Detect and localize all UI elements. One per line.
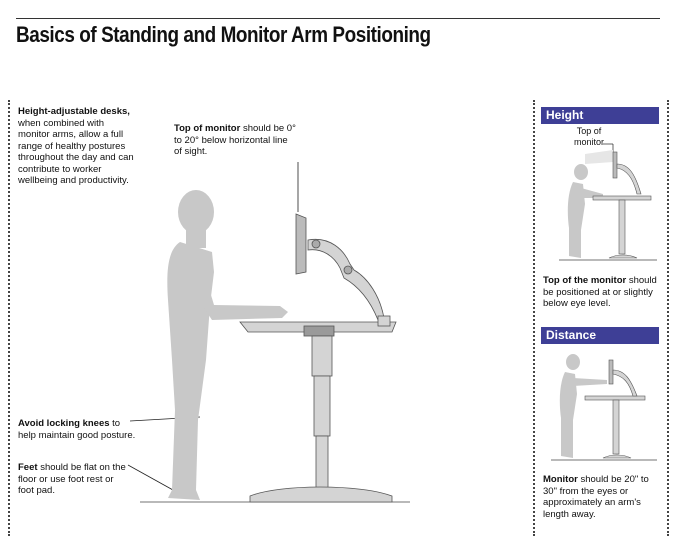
top-of-monitor-label: Top of monitor xyxy=(574,126,604,148)
desks-note-text: when combined with monitor arms, allow a… xyxy=(18,117,134,187)
top-of-monitor-label-line1: Top of xyxy=(576,126,602,136)
knees-note-text: to help maintain good posture. xyxy=(18,418,136,441)
height-person xyxy=(567,164,603,258)
monitor-note-bold: Top of monitor xyxy=(174,123,241,134)
monitor-note-text: should be 0° to 20° below horizontal lin… xyxy=(174,123,296,157)
monitor-arm xyxy=(295,213,391,327)
distance-caption: Monitor should be 20" to 30" from the ey… xyxy=(543,474,661,520)
feet-note-text: should be flat on the floor or use foot … xyxy=(18,462,126,496)
page-title: Basics of Standing and Monitor Arm Posit… xyxy=(16,22,431,47)
left-dotted-border xyxy=(8,100,10,536)
standing-desk xyxy=(239,321,397,503)
height-caption: Top of the monitor should be positioned … xyxy=(543,275,661,310)
distance-caption-text: should be 20" to 30" from the eyes or ap… xyxy=(543,474,649,520)
desks-note: Height-adjustable desks, when combined w… xyxy=(18,106,136,187)
height-caption-bold: Top of the monitor xyxy=(543,275,627,286)
distance-desk xyxy=(584,359,646,459)
eye-level-band xyxy=(585,150,613,164)
feet-note: Feet should be flat on the floor or use … xyxy=(18,462,130,497)
height-illustration xyxy=(559,143,657,261)
title-rule xyxy=(16,18,660,19)
height-panel-header: Height xyxy=(541,107,659,124)
knees-note: Avoid locking knees to help maintain goo… xyxy=(18,418,138,441)
distance-person xyxy=(559,354,607,458)
distance-caption-bold: Monitor xyxy=(543,474,578,485)
feet-note-bold: Feet xyxy=(18,462,38,473)
height-caption-text: should be positioned at or slightly belo… xyxy=(543,275,657,309)
top-of-monitor-label-line2: monitor xyxy=(574,137,605,147)
standing-desk-illustration xyxy=(127,162,410,503)
knees-note-bold: Avoid locking knees xyxy=(18,418,110,429)
distance-illustration xyxy=(551,354,657,461)
desks-note-bold: Height-adjustable desks, xyxy=(18,106,130,117)
panel-right-dotted-border xyxy=(667,100,669,536)
height-desk xyxy=(592,151,652,259)
person-silhouette xyxy=(167,190,288,500)
panel-left-dotted-border xyxy=(533,100,535,536)
distance-panel-header: Distance xyxy=(541,327,659,344)
monitor-note: Top of monitor should be 0° to 20° below… xyxy=(174,123,296,158)
